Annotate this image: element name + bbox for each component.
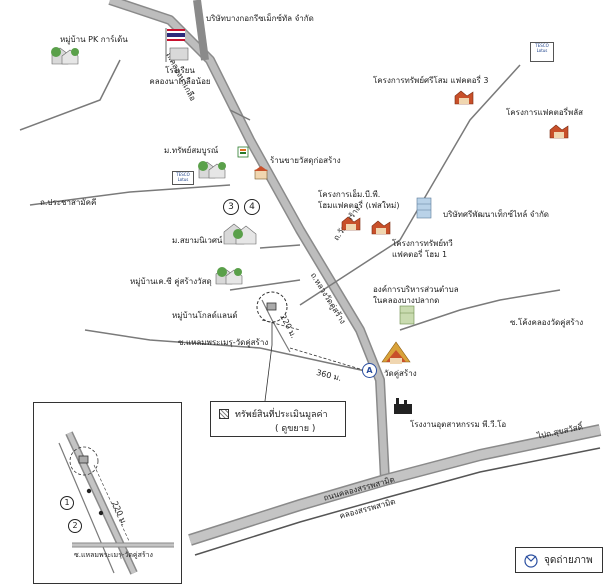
label-village-golden: หมู่บ้านโกลด์แลนด์ xyxy=(172,311,238,320)
photo-point-icon xyxy=(524,554,538,568)
inset-lane-label: ซ.แหลมพระเมรุ-วัดคู่สร้าง xyxy=(74,551,153,559)
minor-road-nw xyxy=(19,59,121,131)
main-road-north xyxy=(193,0,209,61)
subject-parcel xyxy=(266,302,277,311)
factory-icon xyxy=(371,220,391,235)
convenience-store-icon xyxy=(237,146,249,158)
building-icon xyxy=(416,197,432,219)
minor-road-siam xyxy=(259,244,301,249)
photo-point-legend: จุดถ่ายภาพ xyxy=(515,547,603,573)
shop-icon xyxy=(254,166,268,180)
road-label-pracha: ถ.ประชาสามัคคี xyxy=(40,198,97,207)
golden-lane xyxy=(261,299,291,353)
house-cluster-icon xyxy=(51,47,79,65)
khaem-lane xyxy=(84,329,371,373)
label-moo-sapsombun: ม.ทรัพย์สมบูรณ์ xyxy=(164,146,219,155)
legend-property-label: ทรัพย์สินที่ประเมินมูลค่า xyxy=(235,410,328,420)
inset-marker-1: 1 xyxy=(60,496,74,510)
legend-property-sub: ( ดูขยาย ) xyxy=(275,424,316,434)
tesco-store-badge-2: TESCO Lotus xyxy=(172,171,194,185)
label-shop: ร้านขายวัสดุก่อสร้าง xyxy=(270,156,341,165)
temple-icon xyxy=(381,341,411,364)
road-label-to-lane: ซ.โค้งคลองวัดคู่สร้าง xyxy=(510,318,584,327)
inset-marker-2: 2 xyxy=(68,519,82,533)
label-company-sri: บริษัทศรีพัฒนาเท็กซ์ไทล์ จำกัด xyxy=(443,210,549,219)
label-school-2: คลองนาเกลือน้อย xyxy=(149,77,211,86)
inset-roads xyxy=(58,431,174,575)
label-project-mbp-1: โครงการเอ็ม.บี.พี. xyxy=(318,190,381,199)
tesco-store-badge: TESCO Lotus xyxy=(530,42,554,62)
subject-circle xyxy=(256,291,288,323)
label-company-top: บริษัทบางกอกรีซเม็กซ์ทัล จำกัด xyxy=(206,14,314,23)
label-org-1: องค์การบริหารส่วนตำบล xyxy=(373,285,459,294)
dim-360 xyxy=(289,347,371,373)
label-village-kc: หมู่บ้านเค.ซี คู่สร้างวัสดุ xyxy=(130,277,212,286)
factory-icon xyxy=(394,398,412,414)
factory-icon xyxy=(454,90,474,105)
label-project-sap-1: โครงการทรัพย์ทวี xyxy=(392,239,453,248)
house-cluster-icon xyxy=(198,161,226,179)
photo-point-legend-label: จุดถ่ายภาพ xyxy=(544,555,593,566)
overpass-mark xyxy=(229,109,251,121)
house-cluster-icon xyxy=(215,267,243,285)
label-factory-pvc: โรงงานอุตสาหกรรม พี.วี.โอ xyxy=(410,420,507,429)
house-cluster-icon xyxy=(223,223,257,245)
northeast-road xyxy=(299,64,521,306)
label-project-sap-2: แฟคตอรี่ โฮม 1 xyxy=(392,250,448,259)
marker-4: 4 xyxy=(244,199,260,215)
factory-icon xyxy=(549,124,569,139)
label-project-mbp-2: โฮมแฟคตอรี่ (เฟสใหม่) xyxy=(318,201,400,210)
building-icon xyxy=(399,305,415,325)
factory-icon xyxy=(341,216,361,231)
label-moo-siamnivet: ม.สยามนิเวศน์ xyxy=(172,236,223,245)
property-swatch-icon xyxy=(219,409,229,419)
label-school-1: โรงเรียน xyxy=(165,66,195,75)
label-wat-khusang: วัดคู่สร้าง xyxy=(384,369,417,378)
thai-flag-icon xyxy=(165,28,189,62)
label-project-factory: โครงการแฟคตอรี่พลัส xyxy=(506,108,584,117)
inset-map: 1 2 220 ม. ซ.แหลมพระเมรุ-วัดคู่สร้าง xyxy=(33,402,182,584)
property-legend: ทรัพย์สินที่ประเมินมูลค่า ( ดูขยาย ) xyxy=(210,401,346,437)
pracha-road xyxy=(29,184,231,206)
road-label-khaem: ซ.แหลมพระเมรุ-วัดคู่สร้าง xyxy=(178,338,269,347)
marker-3: 3 xyxy=(223,199,239,215)
label-village-pk: หมู่บ้าน PK การ์เด้น xyxy=(60,35,128,44)
photo-point-a: A xyxy=(362,363,377,378)
pointer-line xyxy=(264,322,273,402)
to-lane xyxy=(399,289,561,331)
minor-road-kc xyxy=(229,279,301,291)
label-org-2: ในคลองบางปลากด xyxy=(373,296,440,305)
sapphasamit-canal xyxy=(194,447,601,556)
label-project-sriyom: โครงการทรัพย์ศรีโสม แฟคตอรี่ 3 xyxy=(373,76,489,85)
